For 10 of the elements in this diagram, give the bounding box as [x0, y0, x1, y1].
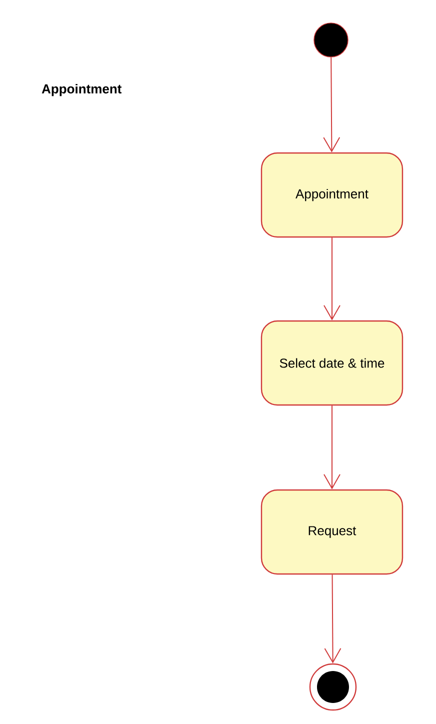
- activity-box: Request: [260, 489, 404, 575]
- activity-box: Select date & time: [260, 320, 404, 406]
- activity-box: Appointment: [260, 152, 404, 238]
- diagram-title: Appointment: [42, 84, 122, 96]
- arrow: [323, 56, 340, 152]
- end-node: [309, 663, 357, 711]
- arrow: [324, 237, 340, 320]
- arrow: [324, 574, 342, 664]
- arrow: [324, 405, 340, 490]
- start-node: [314, 22, 348, 58]
